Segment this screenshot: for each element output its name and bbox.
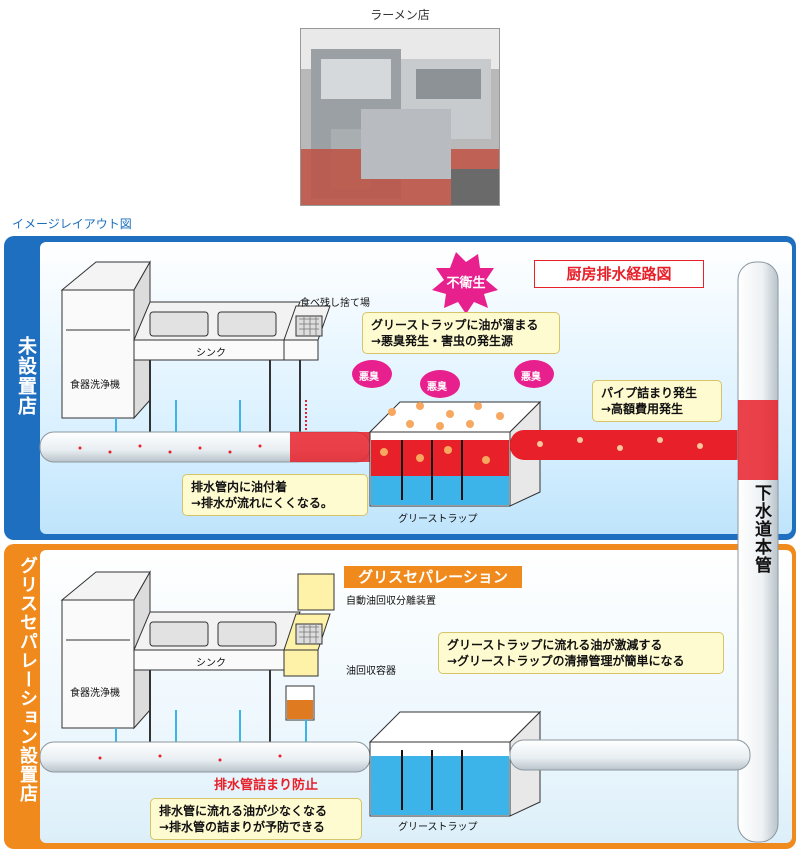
photo-caption: ラーメン店 <box>370 8 430 22</box>
oil-container-label: 油回収容器 <box>346 666 396 677</box>
sink-bottom <box>133 611 301 750</box>
odor-blob <box>420 370 460 398</box>
ramen-shop-photo <box>300 28 500 206</box>
oil-recovery-container <box>285 685 315 721</box>
sink-label-bottom: シンク <box>196 658 226 669</box>
dishwasher-bottom <box>60 570 151 730</box>
grease-trap-note-top: グリーストラップに油が溜まる →悪臭発生・害虫の発生源 <box>362 312 560 354</box>
grease-trap-bottom <box>368 710 542 817</box>
top-side-tab: 未設置店 <box>15 336 37 416</box>
odor-blob <box>514 360 554 388</box>
sewer-main-pipe <box>737 261 779 843</box>
auto-separator-label: 自動油回収分離装置 <box>346 596 436 607</box>
pipe-clog-note: パイプ詰まり発生 →高額費用発生 <box>592 380 722 422</box>
food-waste-station-top <box>283 305 331 440</box>
odor-label: 悪臭 <box>521 372 541 383</box>
food-waste-label: 食べ残し捨て場 <box>300 298 370 309</box>
unsanitary-burst <box>432 252 498 314</box>
odor-label: 悪臭 <box>427 382 447 393</box>
pipe-clog-prevention-label: 排水管詰まり防止 <box>214 778 319 793</box>
bottom-side-tab: グリスセパレーション設置店 <box>17 556 38 803</box>
drain-note-bottom: 排水管に流れる油が少なくなる →排水管の詰まりが予防できる <box>150 798 362 840</box>
layout-diagram-label: イメージレイアウト図 <box>12 217 132 231</box>
sink-label-top: シンク <box>196 348 226 359</box>
grease-trap-top <box>368 400 542 507</box>
auto-separator-unit <box>283 573 335 677</box>
sink-top <box>133 301 301 440</box>
grease-trap-note-bottom: グリーストラップに流れる油が激減する →グリーストラップの清掃管理が簡単になる <box>438 632 724 674</box>
dishwasher-label-bottom: 食器洗浄機 <box>70 688 120 699</box>
grease-separation-title: グリスセパレーション <box>344 566 522 588</box>
drain-note-top: 排水管内に油付着 →排水が流れにくくなる。 <box>182 474 368 516</box>
sewer-main-label: 下水道本管 <box>751 484 771 574</box>
odor-label: 悪臭 <box>359 372 379 383</box>
grease-trap-label-top: グリーストラップ <box>398 514 478 525</box>
odor-blob <box>352 360 392 388</box>
grease-trap-label-bottom: グリーストラップ <box>398 822 478 833</box>
diagram-title: 厨房排水経路図 <box>534 260 704 288</box>
dishwasher-label-top: 食器洗浄機 <box>70 380 120 391</box>
unsanitary-label: 不衛生 <box>446 276 486 291</box>
